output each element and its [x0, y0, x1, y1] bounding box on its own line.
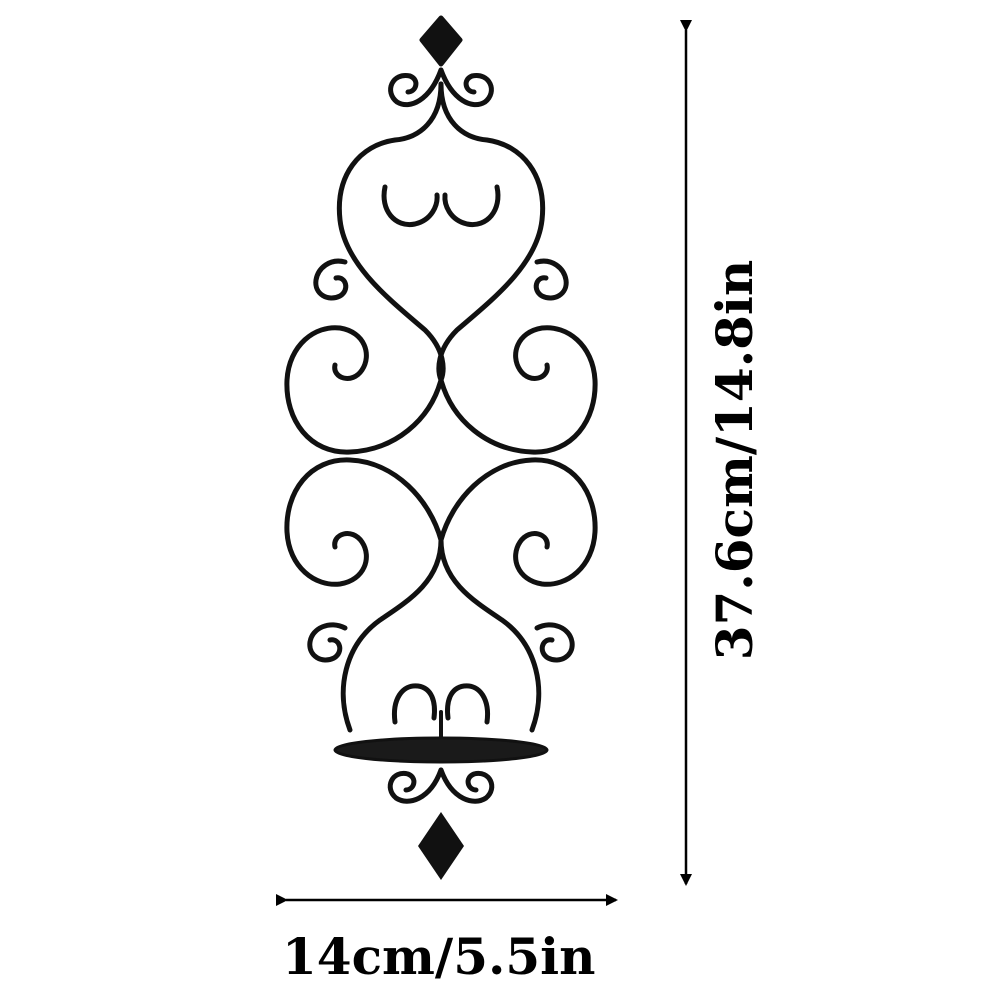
bottom-diamond-finial [418, 812, 464, 880]
height-label: 37.6cm/14.8in [705, 259, 764, 661]
candle-plate [333, 736, 549, 764]
sconce-frame [284, 15, 598, 804]
top-diamond-finial [419, 15, 463, 67]
width-label: 14cm/5.5in [282, 927, 596, 986]
